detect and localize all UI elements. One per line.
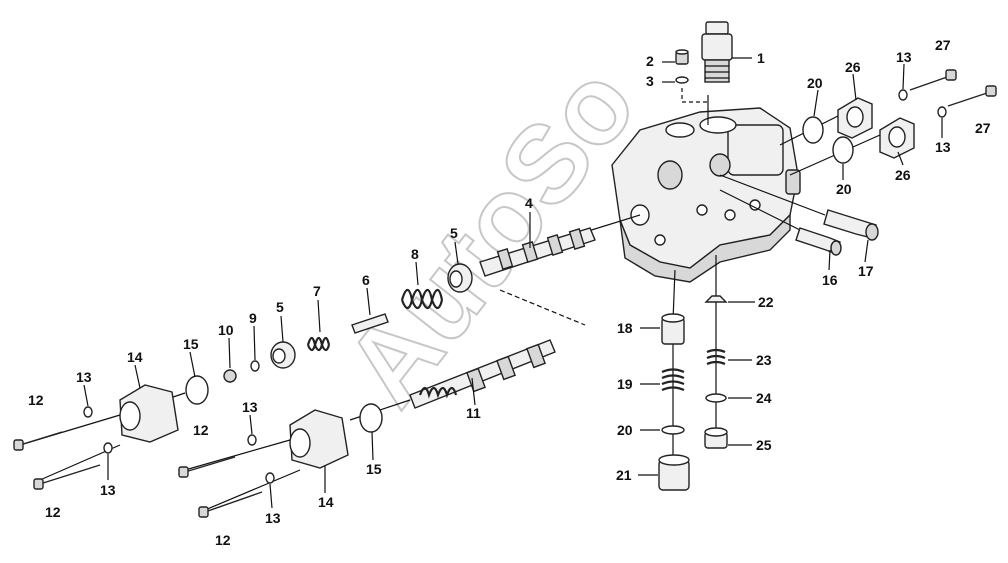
callout-13-e: 13 (896, 49, 912, 65)
callout-27-a: 27 (935, 37, 951, 53)
part-17-cartridge (823, 209, 879, 241)
callout-13-b: 13 (100, 482, 116, 498)
part-12-bolt-2 (33, 464, 101, 490)
callout-12-c: 12 (193, 422, 209, 438)
part-27-bolt-lower (947, 85, 997, 107)
callout-15-b: 15 (366, 461, 382, 477)
callout-20-a: 20 (807, 75, 823, 91)
callout-3: 3 (646, 73, 654, 89)
part-19-spring (661, 368, 685, 392)
callout-leaders (83, 57, 943, 509)
part-22-poppet (704, 295, 728, 310)
part-12-bolt-1 (13, 431, 63, 451)
callout-5-upper: 5 (450, 225, 458, 241)
part-7-spring (306, 336, 331, 352)
callout-27-b: 27 (975, 120, 991, 136)
callout-18: 18 (617, 320, 633, 336)
callout-20-b: 20 (836, 181, 852, 197)
part-20-oring-mid (832, 136, 854, 164)
part-13-washer-l4 (265, 472, 275, 484)
callout-22: 22 (758, 294, 774, 310)
assembly-lines (19, 88, 881, 511)
part-1-sensor (701, 21, 733, 83)
callout-13-a: 13 (76, 369, 92, 385)
part-3-oring (675, 76, 689, 84)
callout-12-d: 12 (215, 532, 231, 548)
part-25-plug (704, 427, 728, 449)
callout-26-b: 26 (895, 167, 911, 183)
part-10-plug (223, 369, 237, 383)
callout-16: 16 (822, 272, 838, 288)
callout-24: 24 (756, 390, 772, 406)
callout-21: 21 (616, 467, 632, 483)
part-13-washer-l3 (247, 434, 257, 446)
callout-14-b: 14 (318, 494, 334, 510)
callout-13-c: 13 (242, 399, 258, 415)
callout-5-lower: 5 (276, 299, 284, 315)
callout-9: 9 (249, 310, 257, 326)
callout-12-a: 12 (28, 392, 44, 408)
callout-12-b: 12 (45, 504, 61, 520)
part-8-spring (400, 288, 444, 310)
part-12-bolt-4 (198, 491, 263, 518)
part-14-cover-left (119, 384, 179, 443)
part-15-oring-left (185, 375, 209, 405)
part-18-sleeve (661, 313, 685, 345)
part-2-plug (675, 49, 689, 65)
part-11-spool (409, 339, 556, 409)
callout-11: 11 (466, 405, 481, 421)
callout-20-c: 20 (617, 422, 633, 438)
callout-25: 25 (756, 437, 772, 453)
callout-15-a: 15 (183, 336, 199, 352)
part-26-cover-lower (879, 117, 915, 159)
part-27-bolt-upper (909, 69, 957, 91)
part-16-cartridge (795, 227, 842, 256)
part-12-bolt-3 (178, 456, 236, 478)
valve-body (611, 107, 801, 283)
callout-19: 19 (617, 376, 633, 392)
part-13-washer-l2 (103, 442, 113, 454)
callout-13-d: 13 (265, 510, 281, 526)
callout-13-f: 13 (935, 139, 951, 155)
part-20-oring-upper (802, 116, 824, 144)
part-5-seat-upper (447, 263, 473, 293)
part-13-washer-ur2 (937, 106, 947, 118)
callout-1: 1 (757, 50, 765, 66)
part-13-washer-l1 (83, 406, 93, 418)
callout-4: 4 (525, 195, 533, 211)
callout-14-a: 14 (127, 349, 143, 365)
part-6-pin (351, 313, 389, 334)
callout-8: 8 (411, 246, 419, 262)
part-14-cover-right (289, 409, 349, 469)
callout-10: 10 (218, 322, 234, 338)
callout-6: 6 (362, 272, 370, 288)
callout-7: 7 (313, 283, 321, 299)
callout-2: 2 (646, 53, 654, 69)
part-9-washer (250, 360, 260, 372)
part-21-plug (658, 454, 690, 491)
part-24-oring (705, 393, 727, 403)
part-15-oring-right (359, 403, 383, 433)
callout-26-a: 26 (845, 59, 861, 75)
part-20-oring-lower (661, 425, 685, 435)
part-26-cover-upper (837, 97, 873, 139)
callout-17: 17 (858, 263, 874, 279)
part-4-spool (479, 227, 596, 277)
part-5-seat-lower (270, 341, 296, 369)
callout-labels: 1 2 3 4 5 5 6 7 8 9 10 11 12 12 12 12 13… (28, 37, 991, 548)
part-23-spring (706, 348, 726, 366)
callout-23: 23 (756, 352, 772, 368)
part-13-washer-ur1 (898, 89, 908, 101)
